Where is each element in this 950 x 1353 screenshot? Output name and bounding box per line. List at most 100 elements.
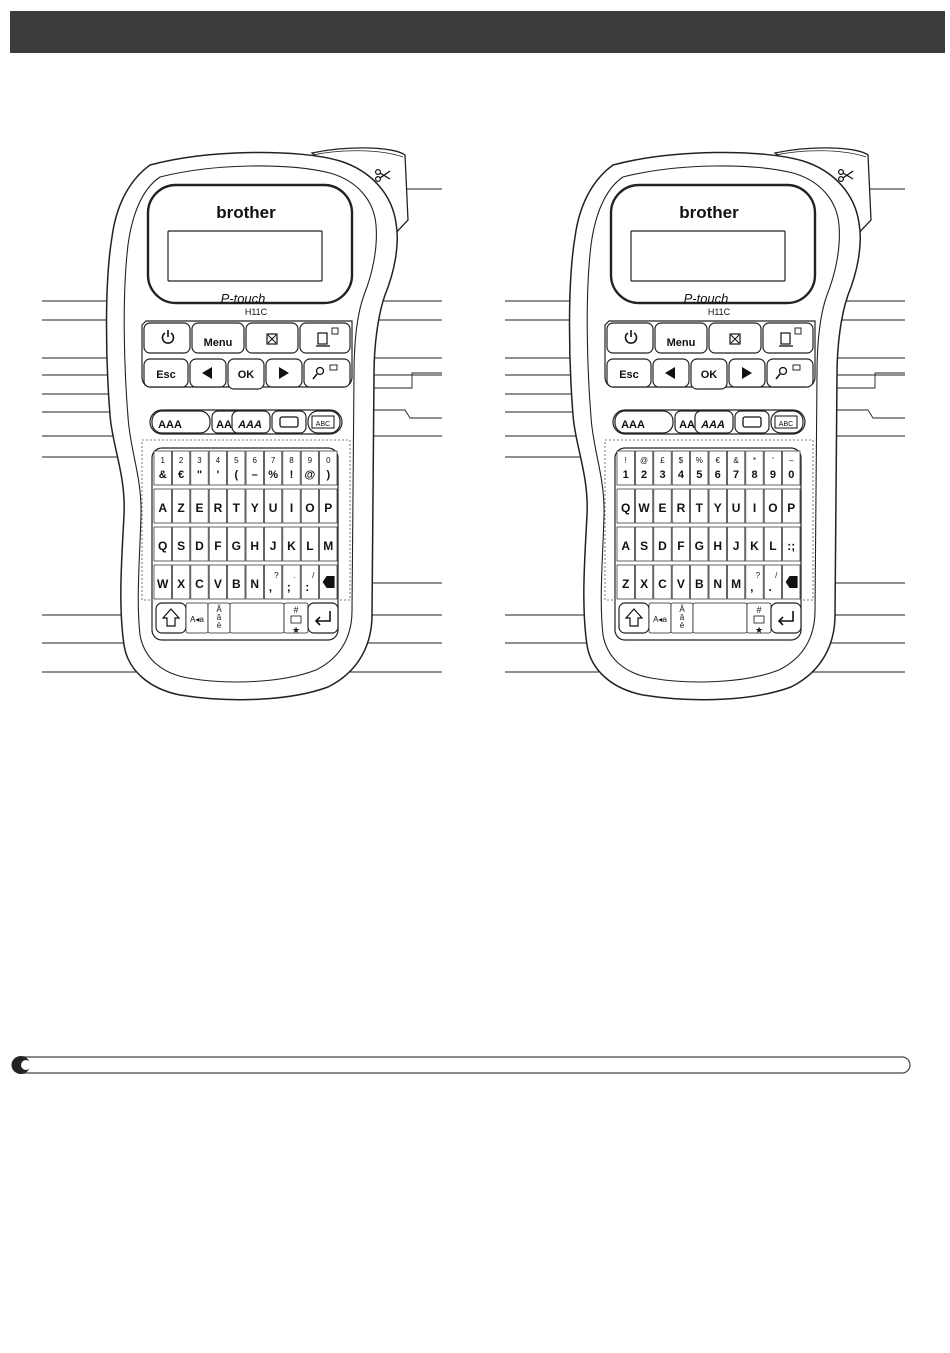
print-key[interactable] <box>299 322 351 354</box>
letter-key-row4-6[interactable]: N <box>708 564 727 600</box>
letter-key-row2-8[interactable]: I <box>282 488 301 524</box>
letter-key-row4-1[interactable]: W <box>153 564 172 600</box>
backspace-key[interactable] <box>319 564 338 600</box>
letter-key-row3-5[interactable]: G <box>227 526 246 562</box>
number-key-2[interactable]: 2€ <box>172 450 191 486</box>
letter-key-row2-10[interactable]: P <box>319 488 338 524</box>
letter-key-row3-9[interactable]: L <box>300 526 319 562</box>
letter-key-row2-4[interactable]: R <box>208 488 227 524</box>
letter-key-row3-3[interactable]: D <box>190 526 209 562</box>
enter-key[interactable] <box>307 602 339 634</box>
letter-key-row2-9[interactable]: O <box>300 488 319 524</box>
letter-key-row3-9[interactable]: L <box>763 526 782 562</box>
letter-key-row3-4[interactable]: F <box>671 526 690 562</box>
letter-key-row3-2[interactable]: S <box>635 526 654 562</box>
number-key-3[interactable]: £3 <box>653 450 672 486</box>
letter-key-row2-3[interactable]: E <box>190 488 209 524</box>
letter-key-row2-6[interactable]: Y <box>708 488 727 524</box>
number-key-6[interactable]: 6– <box>245 450 264 486</box>
esc-key[interactable] <box>143 358 189 388</box>
menu-key[interactable] <box>191 322 245 354</box>
punctuation-key-1[interactable]: ?, <box>745 564 764 600</box>
letter-key-row4-1[interactable]: Z <box>616 564 635 600</box>
number-key-8[interactable]: 8! <box>282 450 301 486</box>
letter-key-row3-5[interactable]: G <box>690 526 709 562</box>
menu-key[interactable] <box>654 322 708 354</box>
ok-key[interactable] <box>227 358 265 390</box>
number-key-10[interactable]: 0) <box>319 450 338 486</box>
number-key-1[interactable]: !1 <box>616 450 635 486</box>
letter-key-row2-1[interactable]: A <box>153 488 172 524</box>
preview-key[interactable] <box>766 358 814 388</box>
letter-key-row4-4[interactable]: V <box>671 564 690 600</box>
shift-key[interactable] <box>155 602 187 634</box>
letter-key-row4-5[interactable]: B <box>690 564 709 600</box>
number-key-9[interactable]: '9 <box>763 450 782 486</box>
letter-key-row4-7[interactable]: M <box>727 564 746 600</box>
power-key[interactable] <box>143 322 191 354</box>
backspace-key[interactable] <box>782 564 801 600</box>
ok-key[interactable] <box>690 358 728 390</box>
frame-key[interactable] <box>734 410 770 434</box>
space-key[interactable] <box>229 602 285 634</box>
letter-key-row3-2[interactable]: S <box>172 526 191 562</box>
letter-key-row4-4[interactable]: V <box>208 564 227 600</box>
font-size-key[interactable] <box>614 410 674 434</box>
space-key[interactable] <box>692 602 748 634</box>
power-key[interactable] <box>606 322 654 354</box>
number-key-10[interactable]: –0 <box>782 450 801 486</box>
letter-key-row3-8[interactable]: K <box>282 526 301 562</box>
letter-key-row2-10[interactable]: P <box>782 488 801 524</box>
letter-key-row3-8[interactable]: K <box>745 526 764 562</box>
letter-key-row3-3[interactable]: D <box>653 526 672 562</box>
letter-key-row2-2[interactable]: W <box>635 488 654 524</box>
print-key[interactable] <box>762 322 814 354</box>
letter-key-row2-1[interactable]: Q <box>616 488 635 524</box>
punctuation-key-3[interactable]: /: <box>300 564 319 600</box>
letter-key-row3-6[interactable]: H <box>245 526 264 562</box>
letter-key-row3-7[interactable]: J <box>264 526 283 562</box>
font-size-key[interactable] <box>151 410 211 434</box>
number-key-8[interactable]: *8 <box>745 450 764 486</box>
letter-key-row2-7[interactable]: U <box>727 488 746 524</box>
letter-key-row2-5[interactable]: T <box>227 488 246 524</box>
number-key-3[interactable]: 3" <box>190 450 209 486</box>
letter-key-row2-8[interactable]: I <box>745 488 764 524</box>
font-style-key[interactable] <box>694 410 734 434</box>
letter-key-row3-1[interactable]: A <box>616 526 635 562</box>
letter-key-row4-3[interactable]: C <box>190 564 209 600</box>
esc-key[interactable] <box>606 358 652 388</box>
number-key-9[interactable]: 9@ <box>300 450 319 486</box>
letter-key-row2-7[interactable]: U <box>264 488 283 524</box>
letter-key-row2-6[interactable]: Y <box>245 488 264 524</box>
enter-key[interactable] <box>770 602 802 634</box>
number-key-4[interactable]: $4 <box>671 450 690 486</box>
number-key-5[interactable]: %5 <box>690 450 709 486</box>
font-style-key[interactable] <box>231 410 271 434</box>
letter-key-row3-10[interactable]: M <box>319 526 338 562</box>
number-key-5[interactable]: 5( <box>227 450 246 486</box>
number-key-1[interactable]: 1& <box>153 450 172 486</box>
punctuation-key-1[interactable]: ?, <box>264 564 283 600</box>
number-key-7[interactable]: &7 <box>727 450 746 486</box>
letter-key-row3-7[interactable]: J <box>727 526 746 562</box>
letter-key-row2-2[interactable]: Z <box>172 488 191 524</box>
letter-key-row3-10[interactable]: :; <box>782 526 801 562</box>
number-key-4[interactable]: 4' <box>208 450 227 486</box>
shift-key[interactable] <box>618 602 650 634</box>
letter-key-row2-3[interactable]: E <box>653 488 672 524</box>
letter-key-row4-3[interactable]: C <box>653 564 672 600</box>
frame-key[interactable] <box>271 410 307 434</box>
letter-key-row2-9[interactable]: O <box>763 488 782 524</box>
number-key-6[interactable]: €6 <box>708 450 727 486</box>
clear-key[interactable] <box>708 322 762 354</box>
punctuation-key-2[interactable]: /. <box>763 564 782 600</box>
letter-key-row3-4[interactable]: F <box>208 526 227 562</box>
letter-key-row4-6[interactable]: N <box>245 564 264 600</box>
letter-key-row4-5[interactable]: B <box>227 564 246 600</box>
letter-key-row4-2[interactable]: X <box>635 564 654 600</box>
letter-key-row3-6[interactable]: H <box>708 526 727 562</box>
letter-key-row2-5[interactable]: T <box>690 488 709 524</box>
number-key-7[interactable]: 7% <box>264 450 283 486</box>
letter-key-row4-2[interactable]: X <box>172 564 191 600</box>
